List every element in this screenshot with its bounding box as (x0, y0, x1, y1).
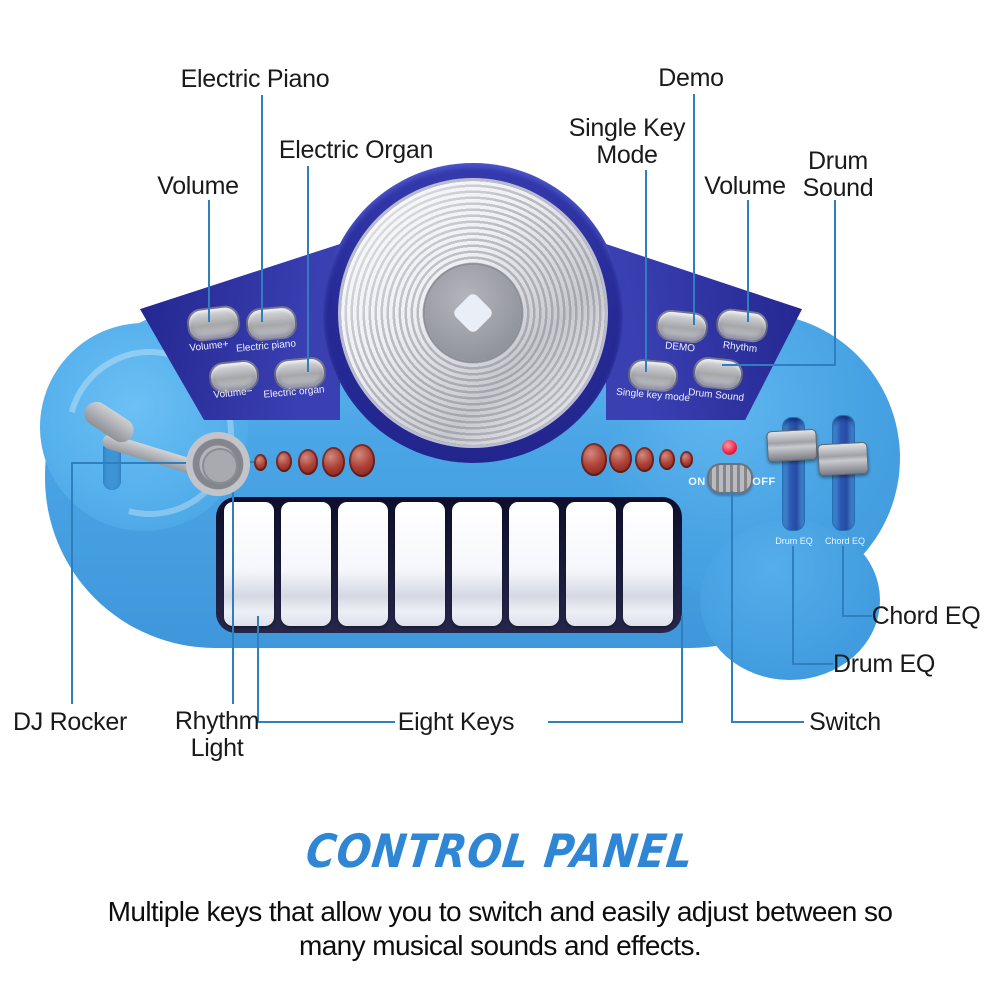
page-description-line1: Multiple keys that allow you to switch a… (107, 896, 893, 927)
callout-eight-keys: Eight Keys (397, 708, 515, 736)
leader-switch-v (731, 491, 733, 723)
toy-body-foot (700, 520, 880, 680)
power-led-icon (722, 440, 737, 455)
leader-drum-eq-h (792, 663, 833, 665)
drum-eq-slider-label: Drum EQ (775, 536, 813, 546)
switch-on-label: ON (688, 476, 706, 488)
rhythm-led-icon (581, 443, 607, 476)
callout-drum-sound-line1: Drum (808, 147, 868, 175)
rhythm-led-icon (349, 444, 375, 477)
leader-single-key-mode (645, 170, 647, 372)
callout-drum-eq: Drum EQ (832, 650, 936, 678)
chord-eq-slider-label: Chord EQ (824, 536, 866, 546)
drum-eq-slider-knob (766, 428, 818, 463)
callout-demo: Demo (658, 64, 724, 92)
rhythm-led-icon (680, 451, 693, 468)
callout-switch: Switch (809, 708, 881, 736)
power-switch (707, 463, 753, 494)
leader-dj-rocker-v (71, 462, 73, 704)
callout-single-key-mode: Single Key Mode (569, 115, 686, 169)
leader-rhythm-light-v (232, 461, 234, 704)
dj-rocker-pivot-cap (202, 448, 238, 484)
chord-eq-slider-knob (817, 441, 869, 477)
leader-switch-h (731, 721, 804, 723)
switch-off-label: OFF (752, 476, 776, 488)
leader-eight-keys-left-h (257, 721, 395, 723)
callout-volume-left: Volume (157, 172, 239, 200)
piano-key (623, 502, 673, 626)
leader-chord-eq-v (842, 546, 844, 617)
callout-single-key-mode-line1: Single Key (568, 114, 686, 142)
callout-electric-piano: Electric Piano (180, 65, 330, 93)
callout-volume-right: Volume (704, 172, 786, 200)
rhythm-led-icon (298, 449, 318, 475)
rhythm-led-icon (635, 447, 654, 472)
leader-electric-organ (307, 166, 309, 372)
rhythm-led-icon (276, 451, 292, 472)
leader-drum-sound-h (722, 364, 836, 366)
leader-electric-piano (261, 95, 263, 322)
rhythm-led-icon (254, 454, 267, 471)
piano-key (566, 502, 616, 626)
callout-drum-sound-line2: Sound (802, 174, 874, 202)
leader-demo (693, 94, 695, 325)
leader-volume-right (747, 200, 749, 322)
rhythm-led-icon (322, 447, 345, 477)
page-description: Multiple keys that allow you to switch a… (108, 895, 893, 963)
leader-chord-eq-h (842, 615, 872, 617)
page-title: CONTROL PANEL (303, 824, 697, 878)
callout-drum-sound: Drum Sound (803, 148, 874, 202)
callout-rhythm-light: Rhythm Light (174, 707, 260, 762)
rhythm-led-icon (659, 449, 675, 470)
leader-volume-left (208, 200, 210, 322)
piano-key (509, 502, 559, 626)
keyboard-recess (216, 497, 682, 633)
page-description-line2: many musical sounds and effects. (298, 930, 702, 961)
callout-rhythm-light-line1: Rhythm (174, 707, 260, 735)
piano-key (452, 502, 502, 626)
leader-dj-rocker-h (71, 462, 219, 464)
leader-eight-keys-right-v (681, 616, 683, 723)
electric-piano-button (244, 304, 299, 343)
piano-key (338, 502, 388, 626)
callout-single-key-mode-line2: Mode (596, 141, 658, 169)
callout-electric-organ: Electric Organ (278, 136, 434, 164)
leader-drum-eq-v (792, 546, 794, 665)
callout-rhythm-light-line2: Light (190, 734, 244, 762)
leader-eight-keys-right-h (548, 721, 683, 723)
leader-eight-keys-left-v (257, 616, 259, 723)
callout-dj-rocker: DJ Rocker (13, 708, 127, 736)
piano-key (395, 502, 445, 626)
rhythm-led-icon (609, 444, 632, 473)
piano-key (281, 502, 331, 626)
leader-drum-sound-v (834, 200, 836, 366)
platform-slot (103, 440, 121, 490)
callout-chord-eq: Chord EQ (871, 602, 981, 630)
